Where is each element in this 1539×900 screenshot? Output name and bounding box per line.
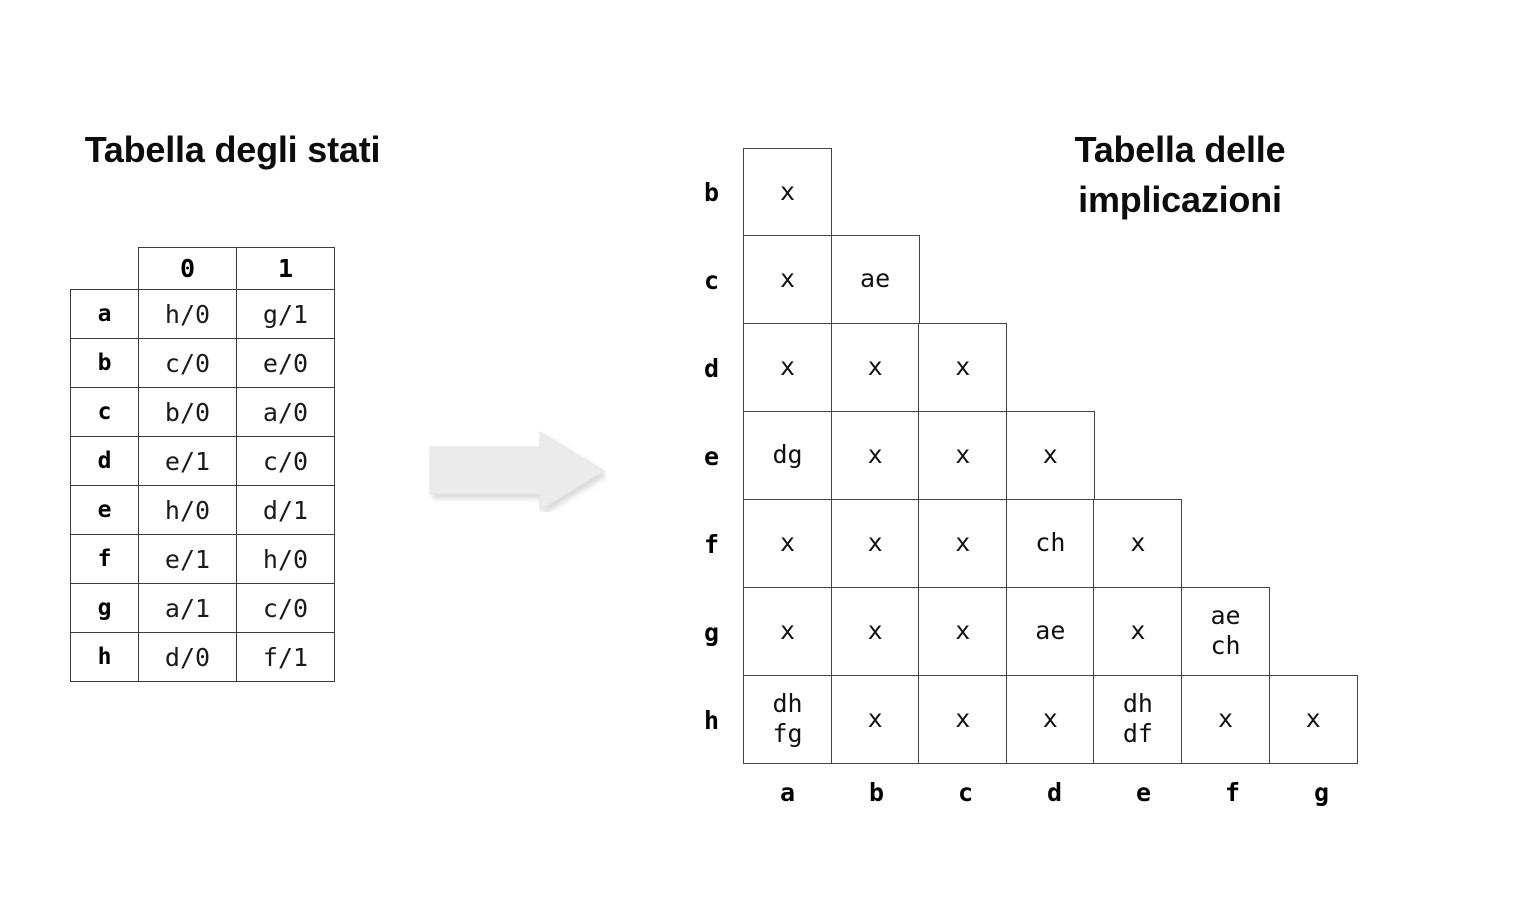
implication-column-label-f: f: [1224, 778, 1241, 807]
implication-column-label-e: e: [1135, 778, 1152, 807]
implication-cell-ba[interactable]: x: [743, 148, 832, 236]
state-table-column-header-0: 0: [138, 247, 237, 290]
implication-cell-fb[interactable]: x: [830, 498, 920, 588]
state-cell-b-1: e/0: [236, 338, 335, 388]
implication-column-label-g: g: [1313, 778, 1330, 807]
implication-cell-eb[interactable]: x: [830, 410, 920, 500]
state-cell-g-1: c/0: [236, 583, 335, 633]
implication-cell-gd[interactable]: ae: [1005, 586, 1095, 676]
state-cell-f-1: h/0: [236, 534, 335, 584]
implication-cell-ga[interactable]: x: [743, 586, 832, 676]
state-row-label-g: g: [70, 583, 139, 633]
implication-cell-gb[interactable]: x: [830, 586, 920, 676]
state-row-label-c: c: [70, 387, 139, 437]
implication-cell-hg[interactable]: x: [1268, 674, 1358, 764]
state-row-label-b: b: [70, 338, 139, 388]
implication-row-label-f: f: [703, 529, 720, 559]
implication-cell-fa[interactable]: x: [743, 498, 832, 588]
implication-cell-dc[interactable]: x: [918, 322, 1008, 412]
state-cell-f-0: e/1: [138, 534, 237, 584]
implication-row-label-e: e: [703, 441, 720, 471]
implication-cell-gc[interactable]: x: [918, 586, 1008, 676]
implication-cell-fe[interactable]: x: [1093, 498, 1183, 588]
page-title-implication-table: Tabella delle implicazioni: [1074, 129, 1286, 220]
state-row-label-f: f: [70, 534, 139, 584]
state-cell-d-1: c/0: [236, 436, 335, 486]
implication-cell-hf[interactable]: x: [1181, 674, 1271, 764]
implication-cell-fd[interactable]: ch: [1005, 498, 1095, 588]
state-row-label-d: d: [70, 436, 139, 486]
implication-cell-hb[interactable]: x: [830, 674, 920, 764]
state-cell-h-1: f/1: [236, 632, 335, 682]
implication-cell-ge[interactable]: x: [1093, 586, 1183, 676]
implication-cell-db[interactable]: x: [830, 322, 920, 412]
implication-column-label-b: b: [868, 778, 885, 807]
state-cell-c-0: b/0: [138, 387, 237, 437]
state-cell-d-0: e/1: [138, 436, 237, 486]
state-cell-b-0: c/0: [138, 338, 237, 388]
state-table-column-header-1: 1: [236, 247, 335, 290]
implication-row-label-d: d: [703, 353, 720, 383]
implication-row-label-g: g: [703, 617, 720, 647]
state-cell-e-1: d/1: [236, 485, 335, 535]
implication-row-label-h: h: [703, 705, 720, 735]
implication-row-label-c: c: [703, 265, 720, 295]
implication-cell-gf[interactable]: ae ch: [1181, 586, 1271, 676]
right-arrow-icon: [428, 430, 606, 512]
implication-column-label-a: a: [779, 778, 796, 807]
state-cell-e-0: h/0: [138, 485, 237, 535]
implication-cell-hc[interactable]: x: [918, 674, 1008, 764]
implication-cell-cb[interactable]: ae: [830, 234, 920, 324]
implication-row-label-b: b: [703, 177, 720, 207]
implication-cell-ca[interactable]: x: [743, 234, 832, 324]
implication-cell-ea[interactable]: dg: [743, 410, 832, 500]
implication-cell-ed[interactable]: x: [1005, 410, 1095, 500]
state-cell-a-0: h/0: [138, 289, 237, 339]
implication-cell-he[interactable]: dh df: [1093, 674, 1183, 764]
implication-cell-ec[interactable]: x: [918, 410, 1008, 500]
state-row-label-e: e: [70, 485, 139, 535]
state-row-label-h: h: [70, 632, 139, 682]
state-cell-h-0: d/0: [138, 632, 237, 682]
page-title-state-table: Tabella degli stati: [84, 129, 381, 170]
state-table-corner: [71, 248, 139, 290]
state-cell-a-1: g/1: [236, 289, 335, 339]
implication-column-label-d: d: [1046, 778, 1063, 807]
state-cell-g-0: a/1: [138, 583, 237, 633]
state-row-label-a: a: [70, 289, 139, 339]
implication-cell-da[interactable]: x: [743, 322, 832, 412]
implication-cell-hd[interactable]: x: [1005, 674, 1095, 764]
implication-cell-fc[interactable]: x: [918, 498, 1008, 588]
implication-column-label-c: c: [957, 778, 974, 807]
implication-cell-ha[interactable]: dh fg: [743, 674, 832, 764]
implication-column-labels: a b c d e f g: [743, 778, 1400, 807]
state-cell-c-1: a/0: [236, 387, 335, 437]
implication-row-cells: x: [743, 148, 832, 236]
